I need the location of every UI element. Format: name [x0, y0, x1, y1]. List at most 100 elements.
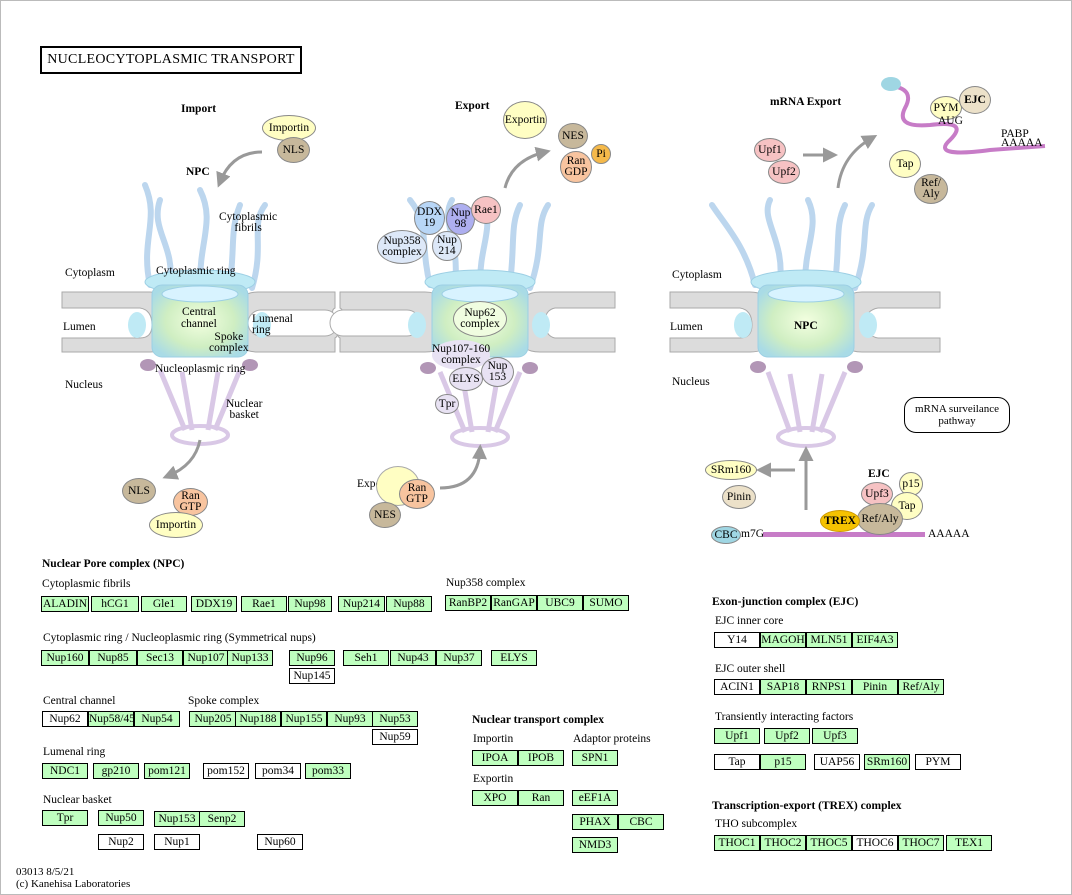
gene-box[interactable]: UAP56	[814, 754, 860, 770]
gene-box[interactable]: MLN51	[806, 632, 852, 648]
gene-box[interactable]: SUMO	[583, 595, 629, 611]
gene-box[interactable]: ALADIN	[41, 596, 89, 612]
gene-box[interactable]: Nup1	[154, 834, 200, 850]
nes-molecule: NES	[558, 123, 588, 149]
gene-box[interactable]: Nup54	[134, 711, 180, 727]
gene-box[interactable]: Nup98	[288, 596, 332, 612]
gene-box[interactable]: Seh1	[343, 650, 389, 666]
gene-box[interactable]: SRm160	[864, 754, 910, 770]
rae1-molecule: Rae1	[471, 196, 501, 224]
gene-box[interactable]: Nup88	[386, 596, 432, 612]
gene-box[interactable]: Nup85	[89, 650, 137, 666]
gene-box[interactable]: pom152	[203, 763, 249, 779]
gene-box[interactable]: Nup133	[227, 650, 273, 666]
gene-box[interactable]: Rae1	[241, 596, 287, 612]
gene-box[interactable]: UBC9	[537, 595, 583, 611]
mrna-surveillance-pathway-link[interactable]: mRNA surveilance pathway	[904, 397, 1010, 433]
gene-box[interactable]: Nup155	[281, 711, 327, 727]
gene-box[interactable]: gp210	[93, 763, 139, 779]
gene-box[interactable]: Nup214	[338, 596, 385, 612]
gene-box[interactable]: TEX1	[946, 835, 992, 851]
gene-box[interactable]: RanBP2	[445, 595, 491, 611]
gene-box[interactable]: THOC1	[714, 835, 760, 851]
gene-box[interactable]: Sec13	[137, 650, 183, 666]
exportin-title: Exportin	[473, 773, 514, 785]
gene-box[interactable]: Ran	[518, 790, 564, 806]
gene-box[interactable]: Nup205	[189, 711, 237, 727]
nup358-complex-title: Nup358 complex	[446, 577, 526, 589]
gene-box[interactable]: THOC6	[852, 835, 898, 851]
gene-box[interactable]: Nup145	[289, 668, 335, 684]
gene-box[interactable]: MAGOH	[760, 632, 806, 648]
gene-box[interactable]: Nup59	[372, 729, 418, 745]
ejc-bottom-label: EJC	[868, 468, 890, 480]
central-channel-title: Central channel	[43, 695, 116, 707]
gene-box[interactable]: Gle1	[141, 596, 187, 612]
gene-box[interactable]: Nup107	[183, 650, 229, 666]
gene-box[interactable]: Nup50	[98, 810, 144, 826]
gene-box[interactable]: Nup160	[41, 650, 89, 666]
gene-box[interactable]: RNPS1	[806, 679, 852, 695]
gene-box[interactable]: pom121	[144, 763, 190, 779]
gene-box[interactable]: Nup43	[390, 650, 436, 666]
gene-box[interactable]: THOC2	[760, 835, 806, 851]
gene-box[interactable]: Nup60	[257, 834, 303, 850]
gene-box[interactable]: SAP18	[760, 679, 806, 695]
cytoplasmic-ring-label: Cytoplasmic ring	[156, 265, 236, 277]
gene-box[interactable]: RanGAP	[491, 595, 537, 611]
nuclear-basket-title: Nuclear basket	[43, 794, 112, 806]
gene-box[interactable]: p15	[760, 754, 806, 770]
gene-box[interactable]: NDC1	[42, 763, 88, 779]
gene-box[interactable]: Upf3	[812, 728, 858, 744]
gene-box[interactable]: PHAX	[572, 814, 618, 830]
gene-box[interactable]: Nup93	[327, 711, 373, 727]
import-header: Import	[181, 103, 217, 115]
gene-box[interactable]: IPOA	[472, 750, 518, 766]
gene-box[interactable]: THOC5	[806, 835, 852, 851]
gene-box[interactable]: Nup37	[436, 650, 482, 666]
gene-box[interactable]: DDX19	[191, 596, 237, 612]
gene-box[interactable]: Tap	[714, 754, 760, 770]
gene-box[interactable]: ACIN1	[714, 679, 760, 695]
gene-box[interactable]: EIF4A3	[852, 632, 898, 648]
importin-title: Importin	[473, 733, 514, 745]
cytoplasmic-fibrils-title: Cytoplasmic fibrils	[42, 578, 131, 590]
gene-box[interactable]: Nup153	[154, 811, 200, 827]
nup98-molecule: Nup 98	[446, 203, 475, 235]
gene-box[interactable]: Nup96	[289, 650, 335, 666]
npc-section-title: Nuclear Pore complex (NPC)	[42, 558, 185, 570]
cytoplasm-label: Cytoplasm	[65, 267, 115, 279]
gene-box[interactable]: PYM	[915, 754, 961, 770]
gene-box[interactable]: Ref/Aly	[898, 679, 944, 695]
gene-box[interactable]: ELYS	[491, 650, 537, 666]
trex-molecule: TREX	[820, 510, 860, 532]
gene-box[interactable]: CBC	[618, 814, 664, 830]
gene-box[interactable]: THOC7	[898, 835, 944, 851]
gene-box[interactable]: Nup58/45	[88, 711, 134, 727]
lumen-label: Lumen	[63, 321, 96, 333]
tpr-molecule: Tpr	[435, 394, 459, 414]
gene-box[interactable]: NMD3	[572, 837, 618, 853]
gene-box[interactable]: Nup2	[98, 834, 144, 850]
gene-box[interactable]: Nup62	[42, 711, 88, 727]
gene-box[interactable]: XPO	[472, 790, 518, 806]
aug-label: AUG	[938, 115, 963, 127]
gene-box[interactable]: Nup53	[372, 711, 418, 727]
gene-box[interactable]: SPN1	[572, 750, 618, 766]
gene-box[interactable]: Senp2	[199, 811, 245, 827]
gene-box[interactable]: Nup188	[235, 711, 281, 727]
gene-box[interactable]: hCG1	[91, 596, 139, 612]
m7g-label: m7G	[741, 528, 764, 540]
gene-box[interactable]: pom33	[305, 763, 351, 779]
nuclear-basket-label: Nuclear basket	[226, 398, 263, 421]
gene-box[interactable]: Pinin	[852, 679, 898, 695]
gene-box[interactable]: eEF1A	[572, 790, 618, 806]
npc-import-graphic	[61, 150, 339, 480]
gene-box[interactable]: Upf2	[764, 728, 810, 744]
gene-box[interactable]: pom34	[255, 763, 301, 779]
gene-box[interactable]: Y14	[714, 632, 760, 648]
gene-box[interactable]: Upf1	[714, 728, 760, 744]
gene-box[interactable]: IPOB	[518, 750, 564, 766]
gene-box[interactable]: Tpr	[42, 810, 88, 826]
ref-aly-bottom-molecule: Ref/Aly	[857, 503, 903, 535]
